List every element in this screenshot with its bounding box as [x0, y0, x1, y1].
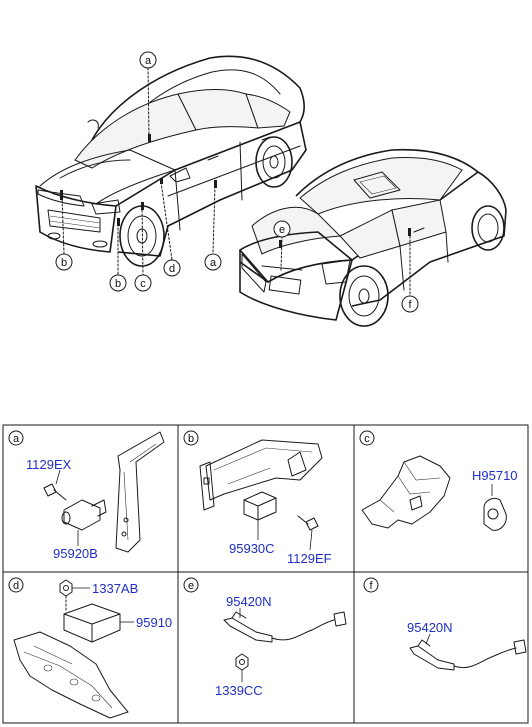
part-95910: 95910	[136, 615, 172, 630]
front-car-illustration	[35, 55, 307, 267]
svg-text:b: b	[188, 433, 194, 445]
parts-grid	[2, 424, 529, 724]
svg-text:e: e	[279, 224, 285, 236]
part-95920B: 95920B	[53, 546, 98, 561]
part-1339CC: 1339CC	[215, 683, 263, 698]
rear-car-leaders	[280, 235, 411, 297]
callout-b-right: b	[109, 274, 127, 292]
part-H95710: H95710	[472, 468, 518, 483]
svg-text:e: e	[188, 580, 194, 592]
callout-b-left: b	[55, 253, 73, 271]
svg-text:d: d	[169, 263, 175, 275]
svg-text:b: b	[115, 278, 121, 290]
callout-d: d	[163, 259, 181, 277]
part-95420N-e: 95420N	[226, 594, 272, 609]
svg-text:a: a	[210, 257, 217, 269]
callout-a-side: a	[204, 253, 222, 271]
callout-e: e	[273, 220, 291, 238]
rear-car-illustration	[239, 148, 507, 327]
part-1337AB: 1337AB	[92, 581, 138, 596]
callout-c: c	[134, 274, 152, 292]
svg-text:f: f	[408, 299, 412, 311]
svg-text:f: f	[369, 580, 373, 592]
part-95420N-f: 95420N	[407, 620, 453, 635]
front-car-leaders	[61, 67, 216, 276]
svg-text:c: c	[140, 278, 146, 290]
panel-e: e 95420N 1339CC	[183, 577, 347, 698]
callout-f: f	[401, 295, 419, 313]
svg-text:c: c	[364, 433, 370, 445]
svg-text:d: d	[13, 580, 19, 592]
part-1129EF: 1129EF	[287, 551, 332, 566]
part-95930C: 95930C	[229, 541, 275, 556]
panel-a: a 1129EX 95920B	[8, 430, 165, 561]
svg-text:b: b	[61, 257, 67, 269]
callout-a-top: a	[139, 51, 157, 69]
svg-text:a: a	[145, 55, 152, 67]
panel-f: f 95420N	[363, 577, 527, 671]
panel-c: c H95710	[359, 430, 518, 531]
part-1129EX: 1129EX	[26, 457, 72, 472]
panel-b: b 95930C 1129EF	[183, 430, 332, 566]
svg-text:a: a	[13, 433, 20, 445]
panel-d: d 1337AB 95910	[8, 577, 172, 719]
